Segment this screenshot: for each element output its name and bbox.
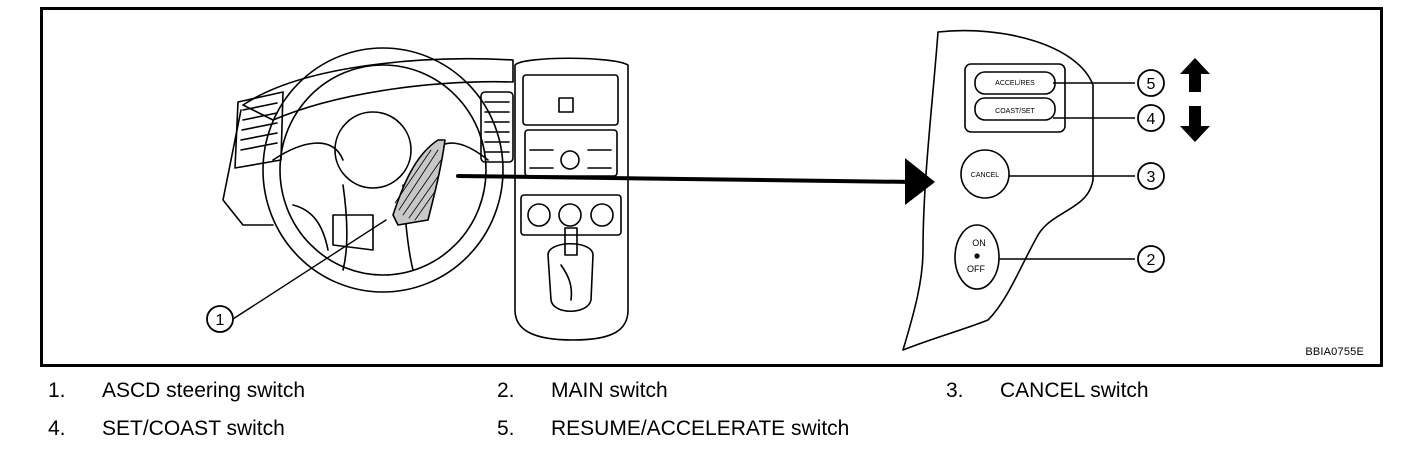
legend-text: ASCD steering switch — [102, 379, 306, 402]
figure-id-code: BBIA0755E — [1305, 346, 1364, 358]
dashboard-lower-edge — [222, 109, 274, 226]
callout-1-circle — [206, 305, 234, 333]
coast-set-label: COAST/SET — [995, 108, 1035, 115]
legend-number: 4. — [48, 417, 66, 440]
callout-2: 2 — [1147, 252, 1156, 269]
down-arrow-icon — [1180, 106, 1210, 142]
center-console-icon — [514, 57, 629, 341]
diagram-frame: ACCEL/RES COAST/SET CANCEL ON OFF 1 2 3 … — [40, 7, 1383, 367]
pointer-arrow-head-icon — [905, 158, 935, 205]
legend-text: MAIN switch — [551, 379, 668, 402]
off-label: OFF — [967, 264, 985, 274]
legend-number: 1. — [48, 379, 66, 402]
dashboard-illustration: ACCEL/RES COAST/SET CANCEL ON OFF 1 2 3 … — [206, 29, 1210, 351]
left-air-vent-icon — [234, 91, 284, 169]
dashboard-outline — [242, 58, 514, 121]
legend-text: SET/COAST switch — [102, 417, 285, 440]
callout-2-circle — [1137, 245, 1165, 273]
ascd-switch-highlight — [392, 139, 446, 226]
callout-3-circle — [1137, 162, 1165, 190]
center-air-vent-icon — [480, 91, 514, 163]
callout-1: 1 — [216, 312, 225, 329]
legend-text: RESUME/ACCELERATE switch — [551, 417, 850, 440]
callout-4: 4 — [1147, 111, 1156, 128]
on-label: ON — [972, 238, 986, 248]
legend-number: 5. — [497, 417, 515, 440]
callout-1-leader — [232, 219, 387, 320]
accel-res-label: ACCEL/RES — [995, 80, 1035, 87]
up-arrow-icon — [1180, 58, 1210, 92]
callout-4-circle — [1137, 104, 1165, 132]
pointer-arrow-shaft — [456, 174, 915, 184]
legend-number: 2. — [497, 379, 515, 402]
callout-5-circle — [1137, 69, 1165, 97]
steering-switch-panel — [902, 29, 1135, 351]
legend-text: CANCEL switch — [1000, 379, 1149, 402]
callout-5: 5 — [1147, 76, 1156, 93]
cancel-label: CANCEL — [971, 172, 1000, 179]
steering-wheel-icon — [262, 47, 504, 293]
callout-3: 3 — [1147, 169, 1156, 186]
legend-number: 3. — [946, 379, 964, 402]
